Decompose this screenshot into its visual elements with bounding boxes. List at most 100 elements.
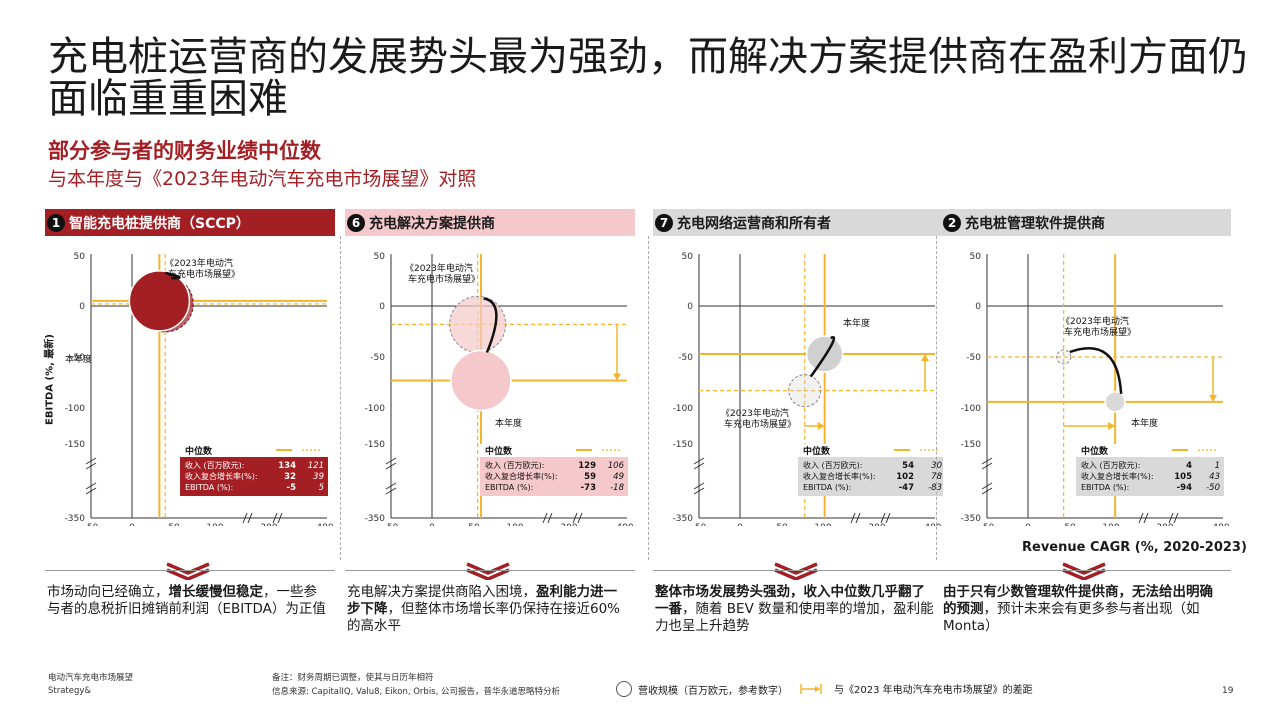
- median-table-row-label: EBITDA (%):: [185, 483, 233, 492]
- panel-description: 充电解决方案提供商陷入困境，盈利能力进一步下降，但整体市场增长率仍保持在接近60…: [347, 584, 629, 635]
- label-previous: 《2023年电动汽车充电市场展望》: [405, 262, 480, 285]
- panel-description-part: 充电解决方案提供商陷入困境，: [347, 584, 536, 600]
- x-tick-label: 0: [429, 523, 435, 526]
- axis-break-mark: [385, 457, 397, 470]
- median-table-curr-value: -73: [581, 483, 596, 493]
- median-table-row-label: EBITDA (%):: [485, 483, 533, 492]
- y-tick-label: 50: [682, 252, 694, 262]
- y-tick-label: -350: [65, 514, 86, 524]
- median-table-row-label: 收入复合增长率(%):: [485, 471, 558, 481]
- axis-break-mark: [572, 512, 583, 524]
- x-tick-label: 400: [616, 523, 633, 526]
- median-table-curr-value: 59: [584, 472, 596, 482]
- y-tick-label: -100: [961, 404, 982, 414]
- x-tick-label: 200: [560, 523, 577, 526]
- y-tick-label: -50: [678, 353, 693, 363]
- axis-break-mark: [1168, 512, 1179, 524]
- y-tick-label: -100: [673, 404, 694, 414]
- panel-divider: [936, 236, 937, 560]
- label-current: 本年度: [495, 417, 522, 429]
- axis-break-mark: [385, 482, 397, 495]
- ebitda-gap-arrowhead: [921, 353, 929, 361]
- x-tick-label: 200: [1156, 523, 1173, 526]
- x-tick-label: 50: [168, 523, 180, 526]
- y-tick-label: 50: [374, 252, 386, 262]
- x-axis-label: Revenue CAGR (%, 2020-2023): [1022, 540, 1247, 555]
- x-tick-label: 0: [129, 523, 135, 526]
- median-table-prev-value: 43: [1209, 472, 1220, 482]
- y-tick-label: -50: [966, 353, 981, 363]
- legend-arrow-text: 与《2023 年电动汽车充电市场展望》的差距: [834, 685, 1033, 696]
- scatter-chart-1: 500-50-100-150-350-50050100200400《2023年电…: [65, 252, 334, 526]
- median-table-row-label: 收入 (百万欧元):: [1081, 460, 1140, 470]
- y-tick-label: -150: [961, 440, 982, 450]
- x-tick-label: 0: [1025, 523, 1031, 526]
- panel-divider: [648, 236, 649, 560]
- movement-arrow: [483, 297, 498, 353]
- y-tick-label: 0: [687, 302, 693, 312]
- y-tick-label: -350: [961, 514, 982, 524]
- median-table-row-label: 收入复合增长率(%):: [1081, 471, 1154, 481]
- median-table-curr-value: 32: [284, 472, 296, 482]
- y-axis-label: EBITDA (%, 最新): [44, 334, 56, 425]
- panel-description: 由于只有少数管理软件提供商，无法给出明确的预测，预计未来会有更多参与者出现（如M…: [943, 584, 1225, 635]
- y-tick-label: -100: [365, 404, 386, 414]
- bubble-current: [450, 349, 512, 412]
- label-previous: 《2023年电动汽车充电市场展望》: [165, 257, 240, 280]
- median-table-row-label: 收入 (百万欧元):: [803, 460, 862, 470]
- panel-title: 充电解决方案提供商: [369, 215, 495, 232]
- panel-number-badge: 6: [347, 213, 365, 232]
- median-table-curr-value: -47: [899, 483, 914, 493]
- y-tick-label: 0: [379, 302, 385, 312]
- axis-break-mark: [85, 482, 97, 495]
- x-tick-label: 0: [737, 523, 743, 526]
- bubble-previous: [449, 295, 507, 353]
- label-current: 本年度: [843, 317, 870, 329]
- label-current: 本年度: [65, 353, 92, 365]
- y-tick-label: 0: [975, 302, 981, 312]
- median-table-head: 中位数: [185, 445, 213, 457]
- footer-note: 备注：财务周期已调整，使其与日历年相符: [272, 673, 434, 683]
- median-table-prev-value: 121: [308, 461, 324, 471]
- panel-title: 充电网络运营商和所有者: [677, 215, 831, 232]
- x-tick-label: 400: [924, 523, 941, 526]
- axis-break-mark: [981, 482, 993, 495]
- x-tick-label: -50: [384, 523, 399, 526]
- median-table-curr-value: -94: [1177, 483, 1192, 493]
- chevron-down-icon: [166, 562, 210, 580]
- panel-description-part: ，随着 BEV 数量和使用率的增加，盈利能力也呈上升趋势: [655, 601, 934, 634]
- panel-description-bold: 整体市场发展势头强劲，收入中位数几乎翻了一番: [655, 584, 925, 617]
- median-table-head: 中位数: [803, 445, 831, 457]
- axis-break-mark: [85, 457, 97, 470]
- median-table-header-bg: [1076, 444, 1224, 457]
- panel-divider: [340, 236, 341, 560]
- median-table-curr-value: 102: [896, 472, 914, 482]
- chevron-down-icon: [1062, 562, 1106, 580]
- y-tick-label: -150: [65, 440, 86, 450]
- median-table-row-label: 收入 (百万欧元):: [185, 460, 244, 470]
- y-tick-label: -150: [365, 440, 386, 450]
- panel-description-bold: 盈利能力进一步下降: [347, 584, 617, 617]
- panel-title: 智能充电桩提供商（SCCP）: [69, 215, 250, 232]
- x-tick-label: 50: [1064, 523, 1076, 526]
- panel-number-badge: 7: [655, 213, 673, 232]
- x-tick-label: 50: [776, 523, 788, 526]
- panel-rule: [653, 570, 943, 571]
- x-tick-label: 400: [316, 523, 333, 526]
- y-tick-label: -50: [70, 353, 85, 363]
- median-table-header-bg: [480, 444, 628, 457]
- footer-left-1: 电动汽车充电市场展望: [48, 673, 134, 683]
- axis-break-mark: [272, 512, 283, 524]
- median-table-row-label: 收入 (百万欧元):: [485, 460, 544, 470]
- cagr-gap-arrowhead: [1108, 422, 1116, 430]
- median-table-prev-value: -18: [610, 483, 624, 493]
- median-table-row-label: 收入复合增长率(%):: [185, 471, 258, 481]
- movement-arrow: [165, 271, 181, 280]
- bubble-previous: [1056, 349, 1072, 365]
- median-table-row-label: EBITDA (%):: [1081, 483, 1129, 492]
- x-tick-label: -50: [692, 523, 707, 526]
- panel-description-part: ，但整体市场增长率仍保持在接近60% 的高水平: [347, 601, 621, 634]
- median-table-curr-value: 4: [1186, 461, 1192, 471]
- y-tick-label: 0: [79, 302, 85, 312]
